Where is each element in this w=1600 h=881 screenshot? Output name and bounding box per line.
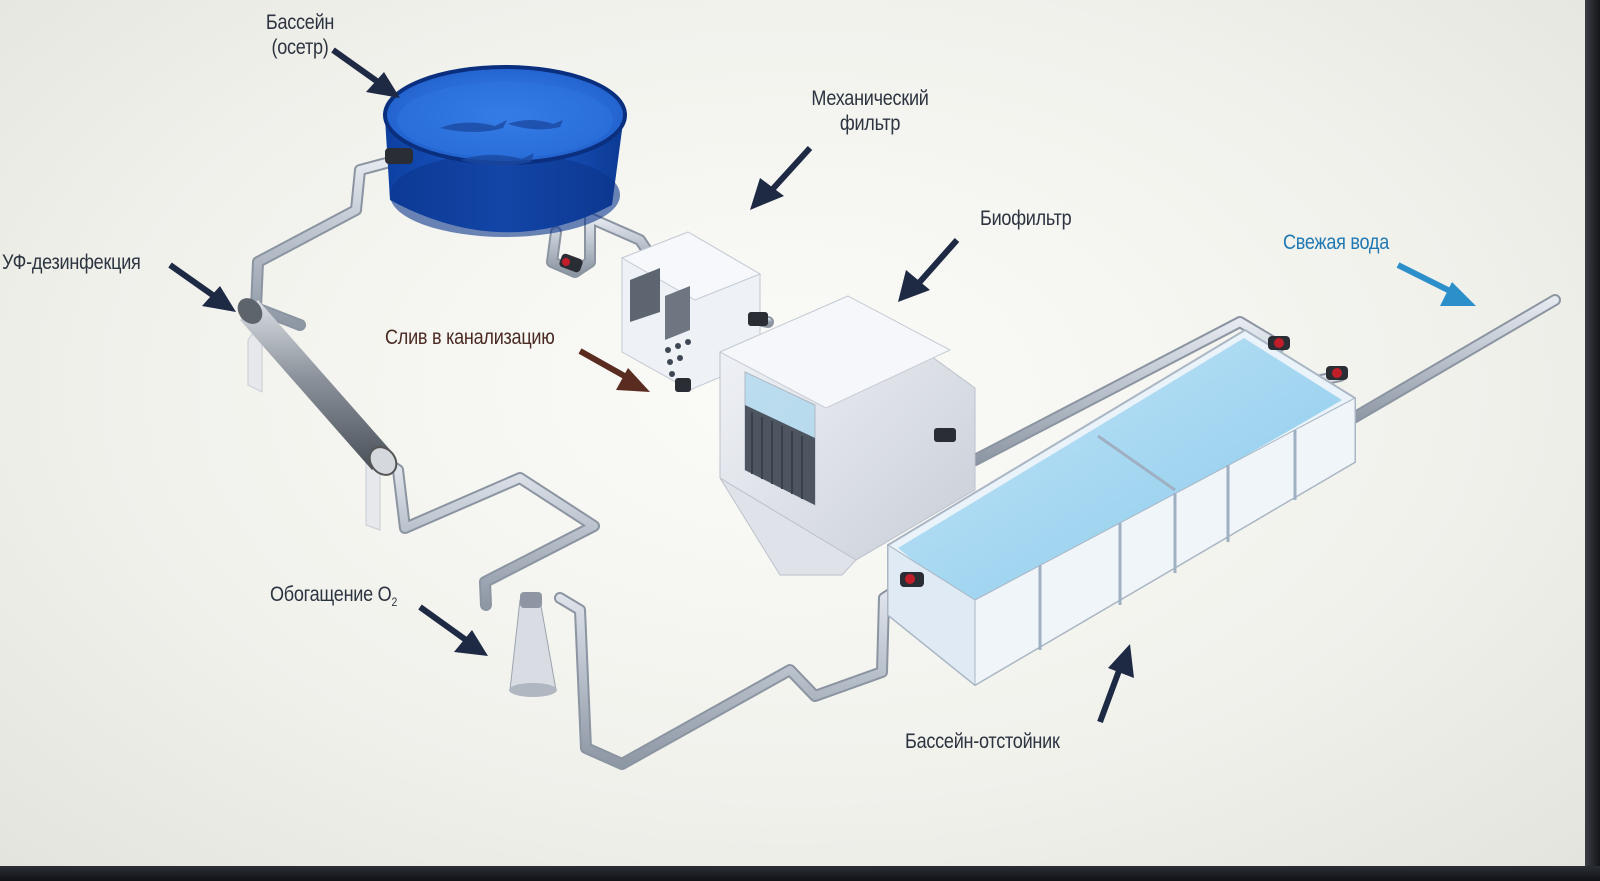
biofilter-unit — [718, 295, 976, 576]
fish-pool — [383, 65, 627, 273]
label-oxygen: Обогащение O2 — [270, 582, 397, 615]
label-biofilter: Биофильтр — [980, 207, 1072, 230]
label-mech-filter-line1: Механический — [811, 87, 929, 110]
label-pool-line1: Бассейн — [265, 11, 335, 34]
arrow-drain-icon — [578, 348, 650, 392]
label-mech-filter: Механический фильтр — [788, 86, 951, 136]
arrow-fresh-water-icon — [1396, 262, 1476, 306]
arrow-uv-icon — [168, 262, 236, 312]
callout-arrows — [168, 47, 1476, 724]
arrow-biofilter-icon — [898, 238, 960, 302]
oxygen-cone-unit — [509, 592, 557, 697]
ras-system-diagram — [168, 47, 1561, 770]
label-drain: Слив в канализацию — [385, 326, 555, 349]
arrow-oxygen-icon — [418, 604, 488, 656]
label-mech-filter-line2: фильтр — [839, 112, 901, 135]
monitor-bezel-right — [1585, 0, 1600, 881]
diagram-screen: Бассейн (осетр) Механический фильтр Биоф… — [0, 0, 1585, 866]
label-oxygen-subscript: 2 — [391, 595, 397, 610]
label-pool-line2: (осетр) — [271, 36, 329, 59]
arrow-settling-icon — [1097, 644, 1134, 724]
label-settling-pool: Бассейн-отстойник — [905, 730, 1060, 753]
arrow-pool-icon — [331, 47, 400, 98]
label-oxygen-text: Обогащение O — [270, 583, 392, 606]
sturgeon-fish-icon — [440, 120, 563, 166]
label-pool: Бассейн (осетр) — [257, 10, 343, 60]
label-fresh-water: Свежая вода — [1283, 231, 1389, 254]
arrow-mech-filter-icon — [750, 145, 813, 210]
uv-disinfection-unit — [237, 298, 398, 531]
label-uv: УФ-дезинфекция — [2, 251, 141, 274]
monitor-bezel-bottom — [0, 866, 1600, 881]
settling-pool — [887, 328, 1356, 687]
